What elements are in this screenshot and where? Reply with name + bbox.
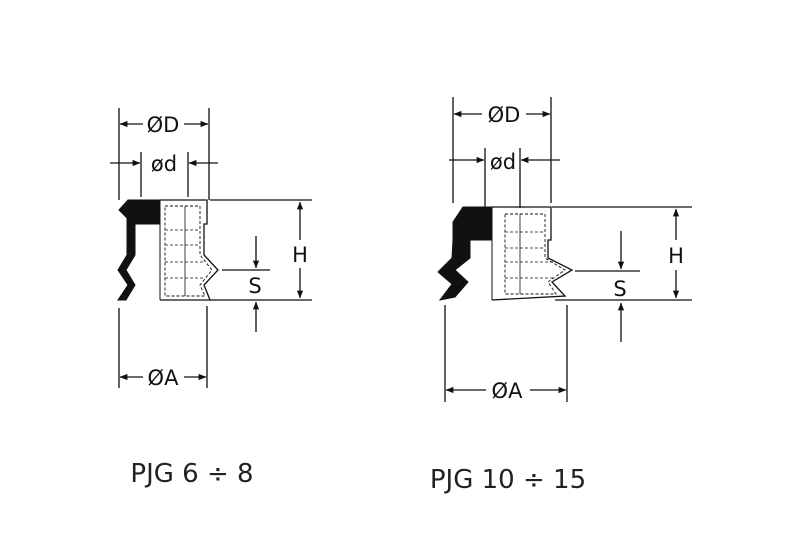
right-label-H: H bbox=[668, 244, 684, 268]
left-label-D: ØD bbox=[147, 113, 180, 137]
left-diagram bbox=[110, 108, 312, 388]
right-diagram bbox=[437, 97, 692, 402]
left-label-A: ØA bbox=[148, 366, 180, 390]
right-caption: PJG 10 ÷ 15 bbox=[430, 465, 586, 495]
right-label-d: ød bbox=[490, 150, 516, 174]
left-caption: PJG 6 ÷ 8 bbox=[130, 459, 253, 489]
right-label-D: ØD bbox=[488, 103, 521, 127]
left-label-S: S bbox=[248, 274, 261, 298]
right-label-A: ØA bbox=[492, 379, 524, 403]
left-label-H: H bbox=[292, 243, 308, 267]
right-label-S: S bbox=[613, 277, 626, 301]
left-label-d: ød bbox=[151, 152, 177, 176]
